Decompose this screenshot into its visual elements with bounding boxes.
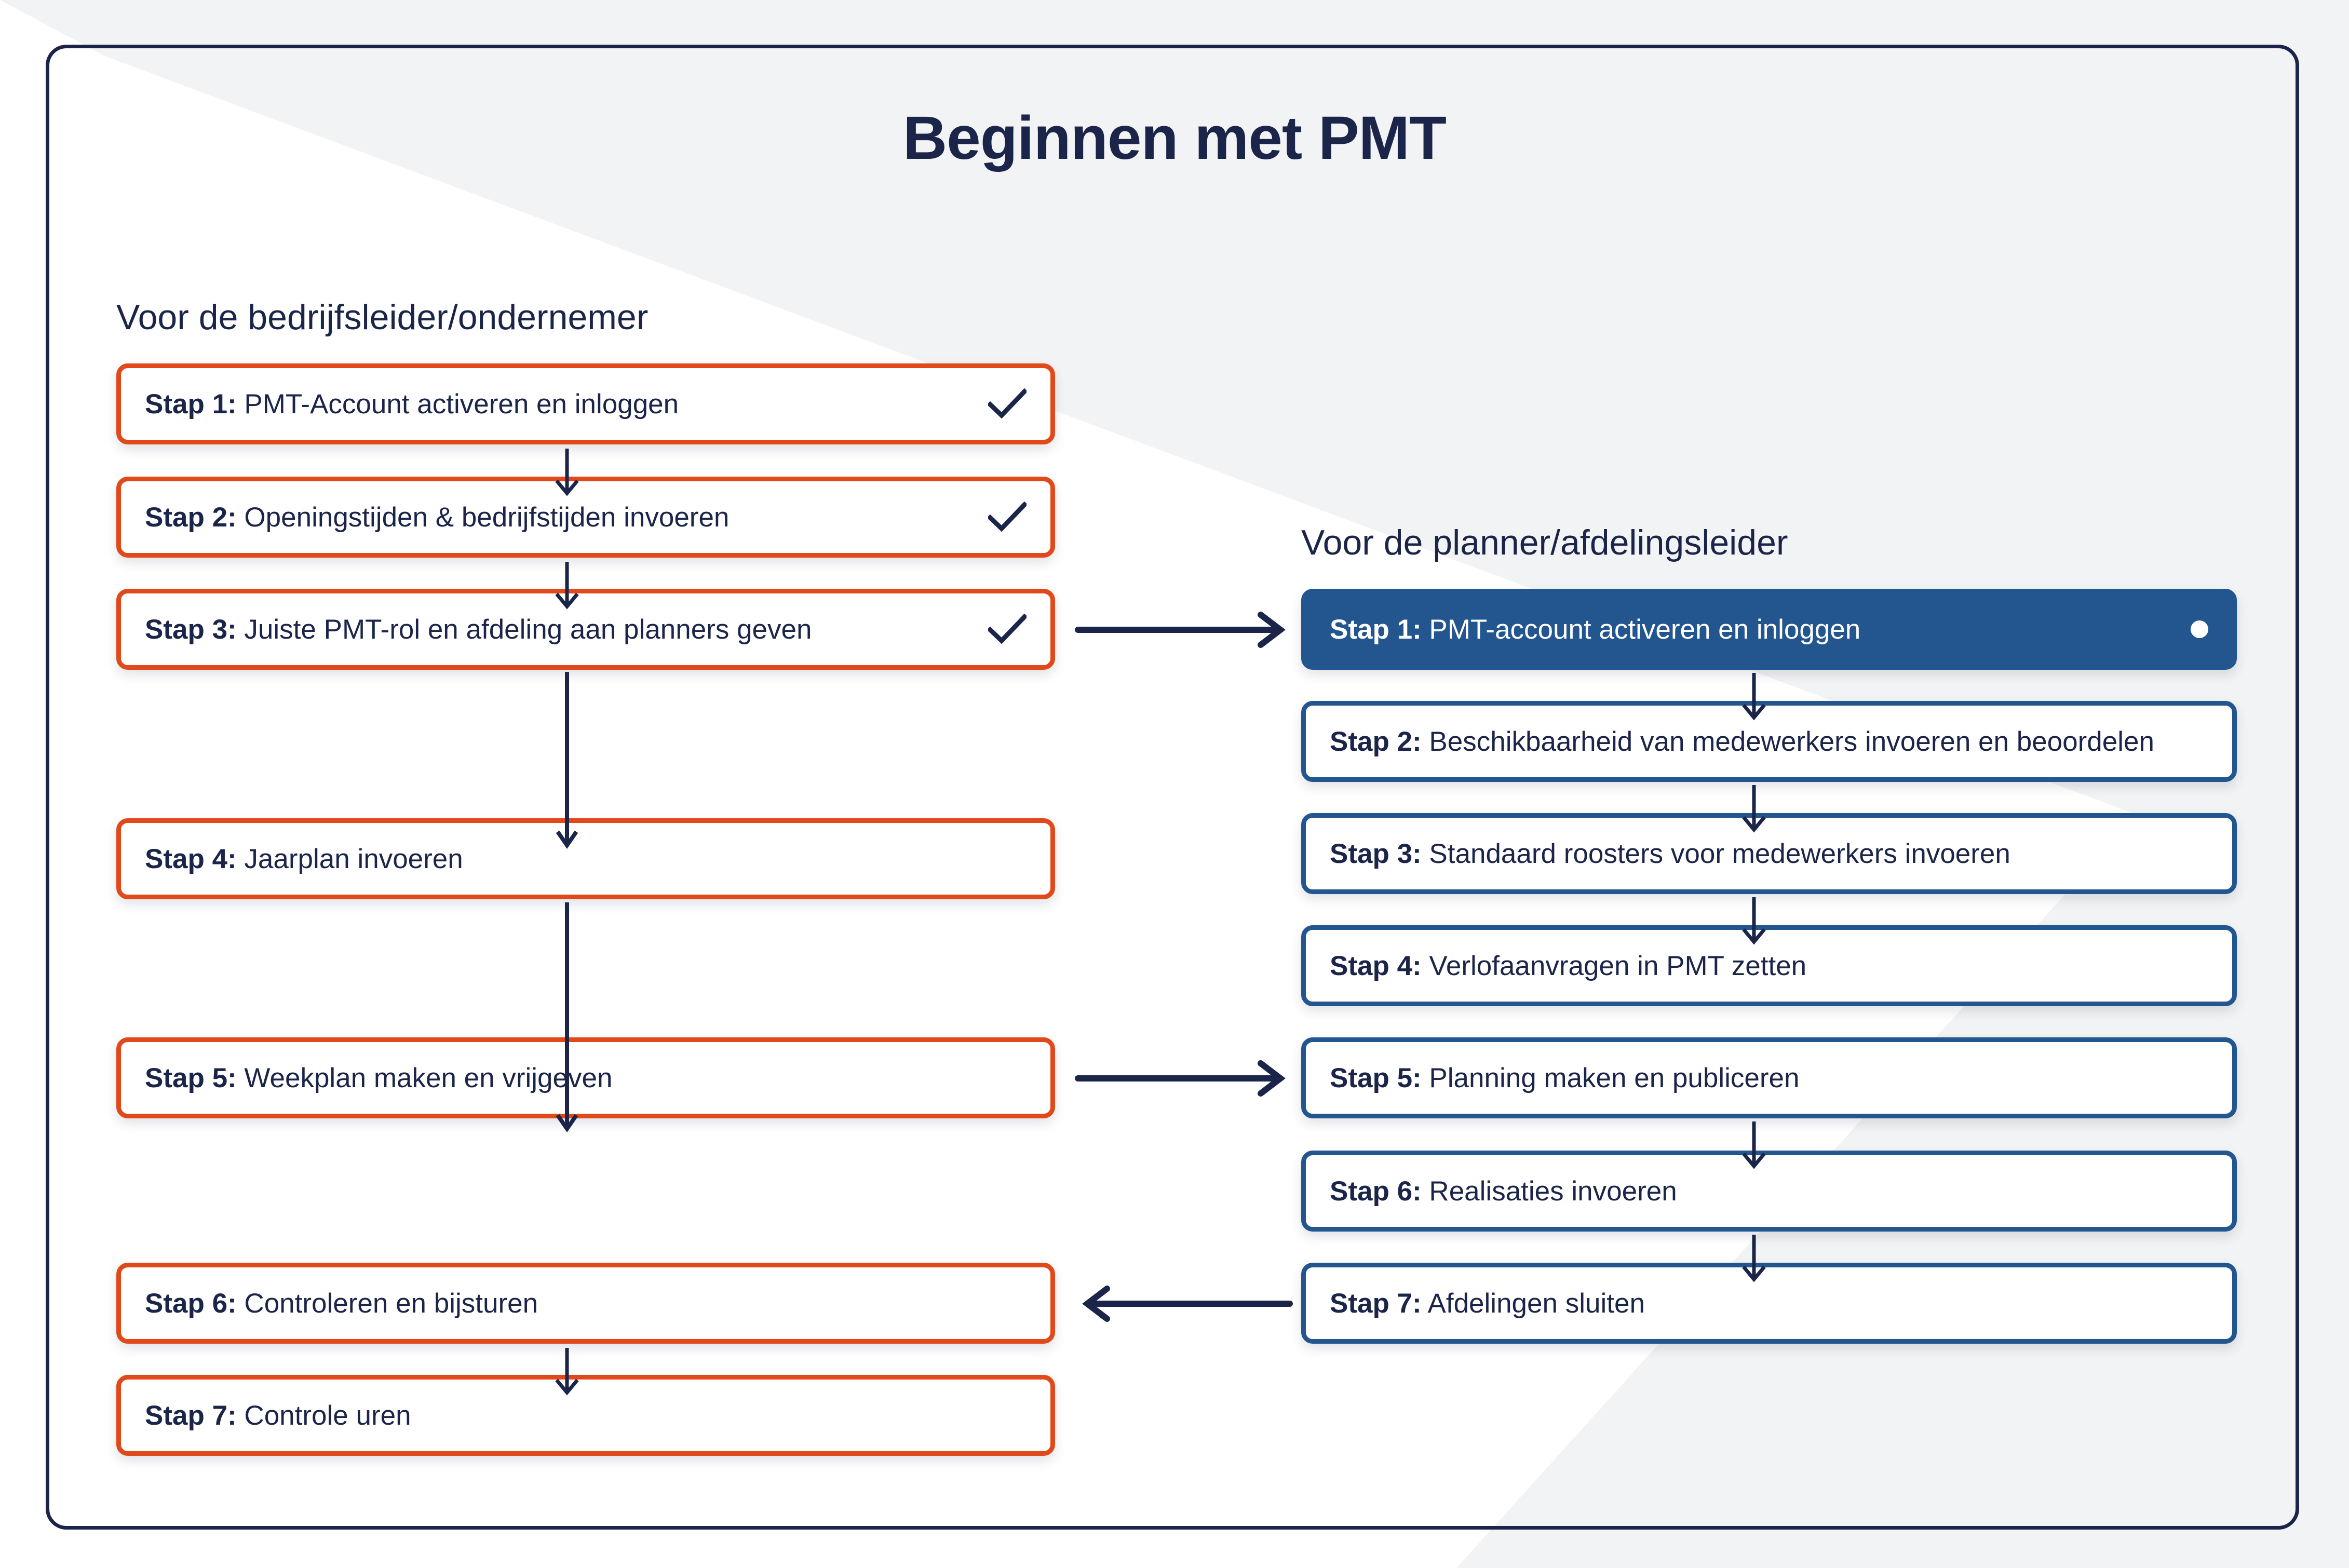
right-column-heading: Voor de planner/afdelingsleider [1301,523,1788,562]
left-step-2-check-icon [988,502,1027,533]
left-step-3[interactable]: Stap 3: Juiste PMT-rol en afdeling aan p… [116,589,1055,670]
right-arrow-6-to-7-icon [1742,1235,1766,1282]
right-step-7-text: Stap 7: Afdelingen sluiten [1330,1288,1645,1319]
left-arrow-2-to-3-icon [555,562,579,610]
right-step-6-text: Stap 6: Realisaties invoeren [1330,1175,1677,1207]
left-step-3-check-icon [988,614,1027,645]
connector-right7-to-left6-arrow-icon [1082,1286,1293,1322]
left-step-3-text: Stap 3: Juiste PMT-rol en afdeling aan p… [145,614,812,645]
right-step-1-dot-icon [2191,620,2208,638]
left-step-5-text: Stap 5: Weekplan maken en vrijgeven [145,1062,613,1093]
left-step-4-text: Stap 4: Jaarplan invoeren [145,843,463,874]
left-arrow-1-to-2-icon [555,449,579,496]
connector-left5-to-right5-arrow-icon [1075,1060,1286,1097]
left-step-5[interactable]: Stap 5: Weekplan maken en vrijgeven [116,1037,1055,1118]
left-step-6[interactable]: Stap 6: Controleren en bijsturen [116,1263,1055,1344]
left-step-4[interactable]: Stap 4: Jaarplan invoeren [116,818,1055,899]
left-step-1-text: Stap 1: PMT-Account activeren en inlogge… [145,388,679,420]
left-step-7-text: Stap 7: Controle uren [145,1400,411,1431]
left-arrow-6-to-7-icon [555,1348,579,1396]
left-step-2[interactable]: Stap 2: Openingstijden & bedrijfstijden … [116,477,1055,558]
right-step-3-text: Stap 3: Standaard roosters voor medewerk… [1330,838,2010,869]
left-step-7[interactable]: Stap 7: Controle uren [116,1375,1055,1456]
right-step-1[interactable]: Stap 1: PMT-account activeren en inlogge… [1301,589,2237,670]
right-arrow-5-to-6-icon [1742,1121,1766,1169]
right-arrow-2-to-3-icon [1742,785,1766,833]
page-title: Beginnen met PMT [902,104,1447,172]
right-arrow-1-to-2-icon [1742,673,1766,721]
left-step-1-check-icon [988,388,1027,420]
right-step-2-text: Stap 2: Beschikbaarheid van medewerkers … [1330,726,2154,757]
right-step-5[interactable]: Stap 5: Planning maken en publiceren [1301,1037,2237,1118]
right-step-5-text: Stap 5: Planning maken en publiceren [1330,1062,1800,1093]
left-step-1[interactable]: Stap 1: PMT-Account activeren en inlogge… [116,363,1055,444]
left-step-2-text: Stap 2: Openingstijden & bedrijfstijden … [145,502,730,533]
connector-left3-to-right1-arrow-icon [1075,612,1286,648]
left-arrow-4-to-5-icon [556,902,578,1133]
left-arrow-3-to-4-icon [556,672,578,849]
right-step-1-text: Stap 1: PMT-account activeren en inlogge… [1330,614,1861,645]
left-column-heading: Voor de bedrijfsleider/ondernemer [116,298,649,337]
left-step-6-text: Stap 6: Controleren en bijsturen [145,1288,538,1319]
right-arrow-3-to-4-icon [1742,897,1766,945]
right-step-4-text: Stap 4: Verlofaanvragen in PMT zetten [1330,950,1807,981]
